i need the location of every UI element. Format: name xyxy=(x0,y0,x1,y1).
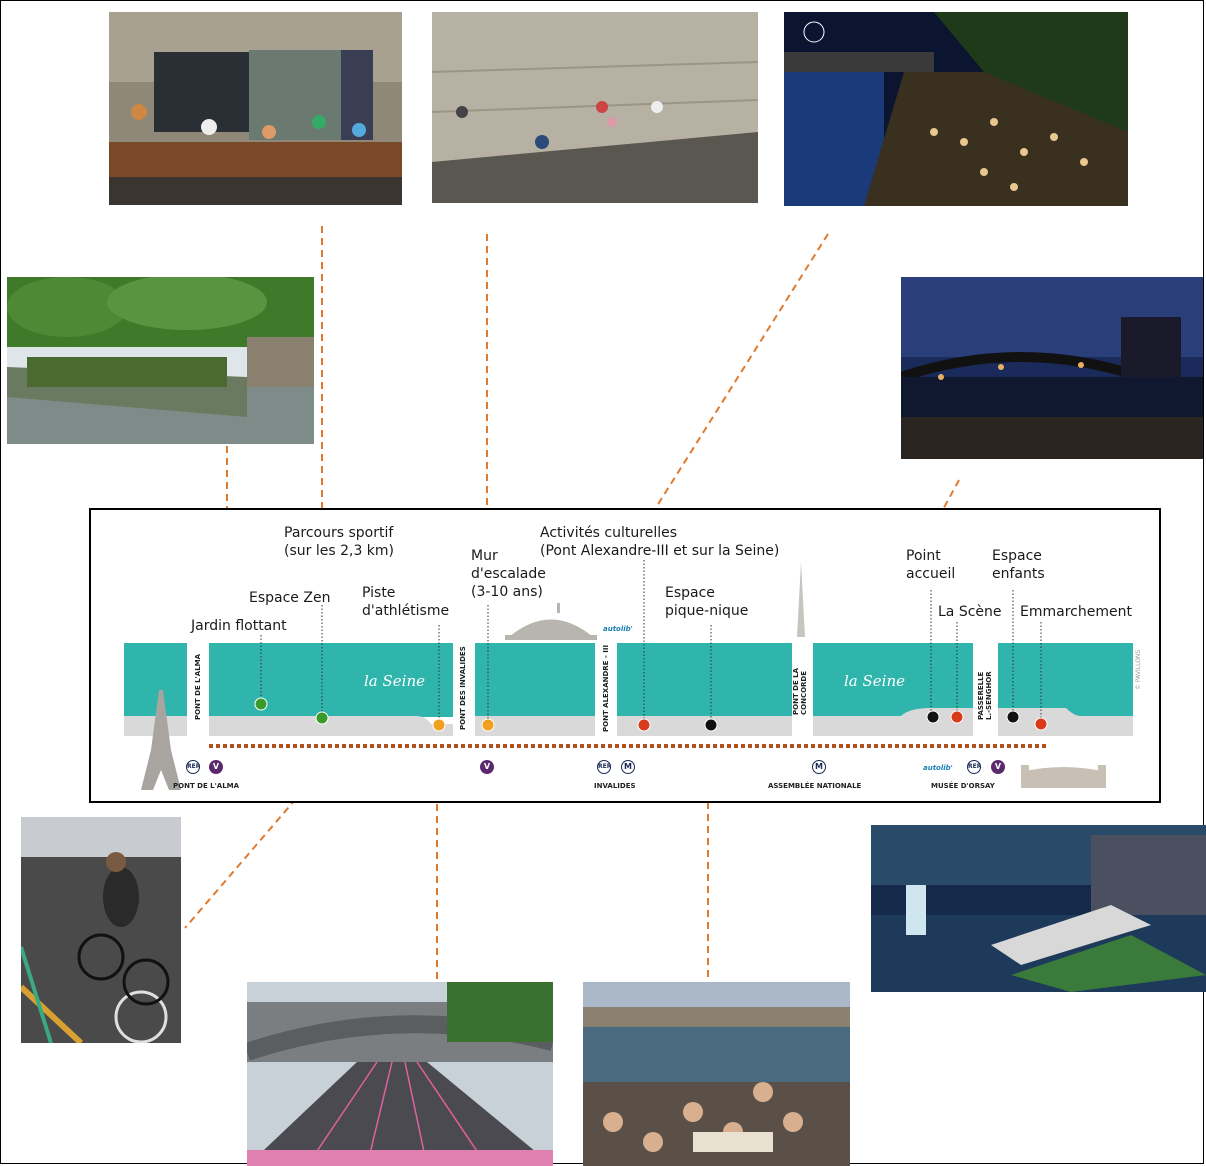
station-orsay: MUSÉE D'ORSAY xyxy=(931,782,995,790)
copyright: © PAVILLONS xyxy=(1135,649,1142,690)
autolib-logo-invalides: autolib' xyxy=(603,625,633,633)
rer-badge-orsay: RER xyxy=(967,760,981,774)
label-jardin-flottant: Jardin flottant xyxy=(191,618,287,634)
musee-orsay-icon xyxy=(1021,765,1106,788)
velib-badge-alma: V xyxy=(209,760,223,774)
photo-espace-zen xyxy=(109,12,402,205)
eiffel-tower-icon xyxy=(141,690,181,790)
metro-badge-invalides: M xyxy=(621,760,635,774)
bridge-alma: PONT DE L'ALMA xyxy=(194,653,202,720)
photo-point-accueil xyxy=(901,277,1203,459)
photo-espace-pique-nique xyxy=(583,982,850,1166)
photo-jardin-flottant xyxy=(7,277,314,444)
metro-badge-assemblee: M xyxy=(812,760,826,774)
label-piste-athletisme: Piste d'athlétisme xyxy=(362,585,450,619)
station-alma: PONT DE L'ALMA xyxy=(173,782,240,790)
photo-la-scene xyxy=(871,825,1206,992)
grand-palais-icon xyxy=(505,603,597,640)
autolib-logo-orsay: autolib' xyxy=(923,764,953,772)
station-assemblee: ASSEMBLÉE NATIONALE xyxy=(768,782,862,790)
berges-map: la Seine la Seine PONT DE L'ALMA PONT DE… xyxy=(89,508,1161,803)
map-graphics xyxy=(124,560,1133,790)
label-la-scene: La Scène xyxy=(938,604,1002,620)
obelisk-icon xyxy=(797,562,805,637)
label-point-accueil: Point accueil xyxy=(906,548,956,582)
river-label-right: la Seine xyxy=(844,672,905,690)
label-mur-escalade: Mur d'escalade (3-10 ans) xyxy=(471,548,546,600)
velib-badge-orsay: V xyxy=(991,760,1005,774)
label-parcours-sportif: Parcours sportif (sur les 2,3 km) xyxy=(284,525,395,559)
photo-activites-culturelles xyxy=(784,12,1128,206)
label-emmarchement: Emmarchement xyxy=(1020,604,1132,620)
label-espace-enfants: Espace enfants xyxy=(992,548,1045,582)
velib-badge-invalides: V xyxy=(480,760,494,774)
connector-activites xyxy=(644,233,829,526)
rer-badge-alma: RER xyxy=(186,760,200,774)
map-pins xyxy=(254,697,1048,732)
river-label-left: la Seine xyxy=(364,672,425,690)
photo-parcours-sportif xyxy=(21,817,181,1043)
photo-piste-athletisme xyxy=(247,982,553,1166)
bridge-alexandre: PONT ALEXANDRE - III xyxy=(602,644,610,732)
station-invalides: INVALIDES xyxy=(594,782,636,790)
label-espace-pique-nique: Espace pique-nique xyxy=(665,585,749,619)
label-activites-culturelles: Activités culturelles (Pont Alexandre-II… xyxy=(540,525,780,559)
rer-badge-invalides: RER xyxy=(597,760,611,774)
bridge-concorde: PONT DE LA CONCORDE xyxy=(792,667,808,715)
label-espace-zen: Espace Zen xyxy=(249,590,331,606)
bridge-invalides: PONT DES INVALIDES xyxy=(459,646,467,730)
photo-mur-escalade xyxy=(432,12,758,203)
bridge-senghor: PASSERELLE L.-SENGHOR xyxy=(977,671,993,720)
